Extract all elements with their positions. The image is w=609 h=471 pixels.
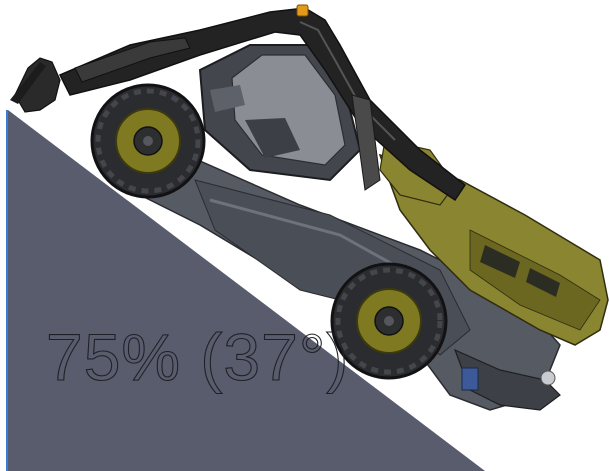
front-hub-cap	[143, 136, 153, 146]
cab-steering	[210, 85, 245, 112]
beacon-light-icon	[296, 4, 309, 17]
boom-support-column	[351, 94, 381, 191]
rear-vent	[480, 245, 520, 278]
rear-hitch	[453, 348, 561, 411]
cab-seat	[245, 118, 300, 158]
telehandler-illustration	[10, 4, 609, 411]
boom-cylinder	[74, 37, 191, 83]
wheel-icon	[330, 262, 448, 380]
boom-arm	[58, 7, 467, 202]
rear-hub-cap	[384, 316, 394, 326]
front-tire-tread	[95, 88, 201, 194]
fork-carriage	[14, 57, 61, 113]
rear-mount	[461, 367, 479, 391]
rear-hitch-pin	[540, 370, 556, 386]
rear-tire-tread	[335, 267, 443, 375]
slope-grade-label: 75% (37°)	[46, 320, 349, 394]
slope	[6, 110, 485, 471]
fork-tine	[10, 62, 46, 104]
wheel-icon	[90, 83, 206, 199]
slope-surface	[8, 110, 485, 471]
rear-vent-2	[526, 268, 560, 297]
